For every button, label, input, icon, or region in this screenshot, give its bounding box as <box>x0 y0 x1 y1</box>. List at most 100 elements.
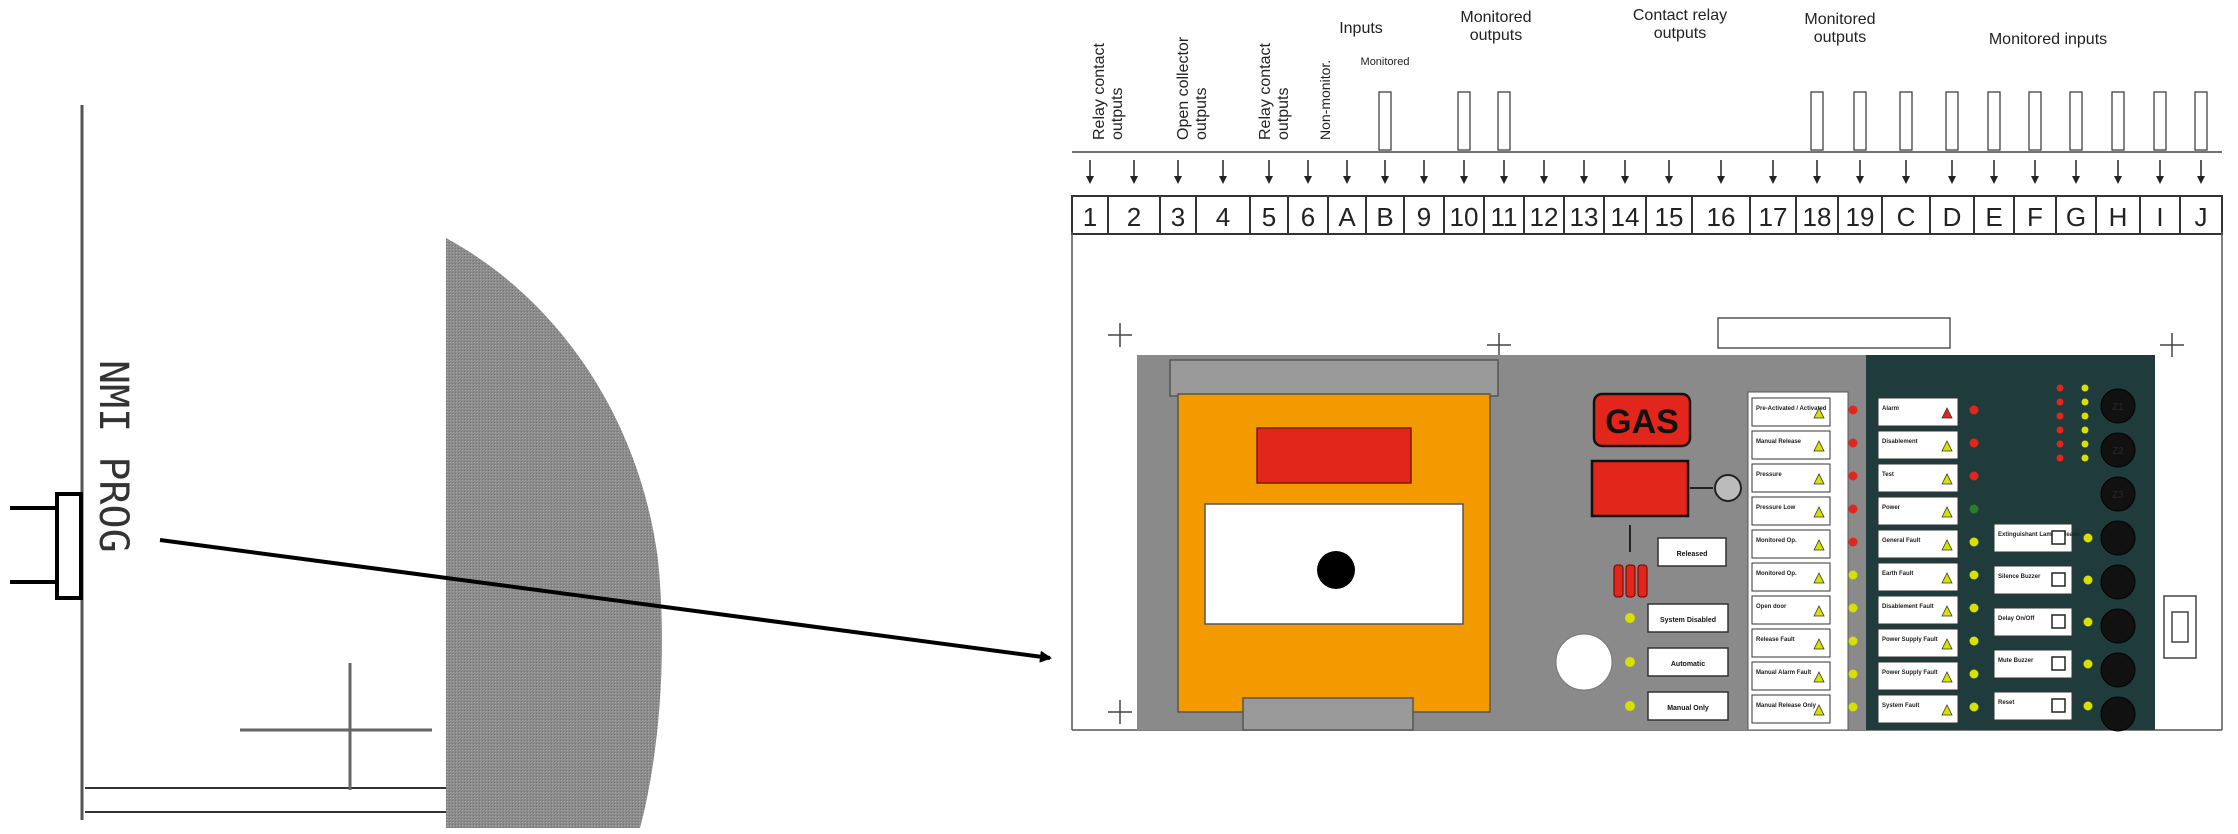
terminal-arrow-head <box>1130 176 1138 184</box>
control-button-silence-buzzer[interactable]: Silence Buzzer <box>1993 565 2093 595</box>
terminal-arrow-head <box>1665 176 1673 184</box>
mount-crosshair-3 <box>2160 333 2184 357</box>
terminal-4: 4 <box>1216 202 1230 232</box>
zone-knob[interactable] <box>2100 520 2136 556</box>
warning-icon <box>1941 539 1953 551</box>
status-row-label: Release Fault <box>1756 637 1795 643</box>
terminal-arrow-head <box>1902 176 1910 184</box>
control-led <box>2083 659 2093 669</box>
alarm-row-label: Power Supply Fault <box>1882 637 1938 643</box>
terminal-9: 9 <box>1417 202 1431 232</box>
terminal-6: 6 <box>1301 202 1315 232</box>
mode-button-label: Manual Only <box>1667 705 1709 712</box>
terminal-15: 15 <box>1655 202 1684 232</box>
terminal-e: E <box>1985 202 2002 232</box>
warning-icon <box>1813 671 1825 683</box>
control-button-delay-on-off[interactable]: Delay On/Off <box>1993 607 2093 637</box>
alarm-led <box>1969 405 1979 415</box>
warning-icon <box>1941 572 1953 584</box>
resistor-symbol <box>1810 91 1824 151</box>
alarm-led <box>1969 504 1979 514</box>
terminal-arrow-head <box>1219 176 1227 184</box>
group-label-monitored: Monitored <box>1361 56 1410 68</box>
control-led <box>2083 533 2093 543</box>
key-switch-icon <box>1714 474 1742 502</box>
zone-knob[interactable]: Z3 <box>2100 476 2136 512</box>
status-row-label: Manual Release Only <box>1756 703 1817 709</box>
mode-button-system-disabled[interactable]: System Disabled <box>1625 603 1729 633</box>
resistor-symbol <box>1945 91 1959 151</box>
alarm-row-label: Alarm <box>1882 406 1899 412</box>
warning-icon <box>1813 704 1825 716</box>
resistor-symbol <box>1378 91 1392 151</box>
terminal-1: 1 <box>1083 202 1097 232</box>
zone-knob[interactable] <box>2100 564 2136 600</box>
mode-button-manual-only[interactable]: Manual Only <box>1625 691 1729 721</box>
status-row-label: Manual Alarm Fault <box>1756 670 1811 676</box>
terminal-11: 11 <box>1491 202 1518 232</box>
group-label-open-collector-outputs: Open collectoroutputs <box>1175 36 1210 140</box>
zone-label-z1: Z1 <box>2112 402 2124 413</box>
status-led <box>1848 603 1858 613</box>
warning-icon <box>1941 506 1953 518</box>
zone-led <box>2081 454 2089 462</box>
alarm-row-power: Power <box>1877 496 1979 526</box>
terminal-13: 13 <box>1570 202 1599 232</box>
control-led <box>2083 575 2093 585</box>
zone-led <box>2056 454 2064 462</box>
terminal-f: F <box>2027 202 2043 232</box>
alarm-row-label: Power <box>1882 505 1901 511</box>
control-button-mute-buzzer[interactable]: Mute Buzzer <box>1993 649 2093 679</box>
zone-knob[interactable]: Z1 <box>2100 388 2136 424</box>
terminal-c: C <box>1897 202 1916 232</box>
status-led <box>1848 537 1858 547</box>
alarm-row-label: Disablement Fault <box>1882 604 1934 610</box>
display-red-window <box>1256 427 1412 484</box>
terminal-g: G <box>2066 202 2086 232</box>
pointer-arrow <box>159 538 1052 663</box>
status-row-label: Manual Release <box>1756 439 1802 445</box>
warning-icon <box>1941 440 1953 452</box>
group-label-non-monitor: Non-monitor. <box>1317 60 1333 140</box>
status-led <box>1848 636 1858 646</box>
status-led <box>1848 471 1858 481</box>
mode-button-automatic[interactable]: Automatic <box>1625 647 1729 677</box>
zone-led <box>2081 398 2089 406</box>
status-row-label: Open door <box>1756 604 1787 610</box>
terminal-16: 16 <box>1707 202 1736 232</box>
zone-knob[interactable] <box>2100 608 2136 644</box>
status-row-label: Pressure <box>1756 472 1782 478</box>
terminal-arrow-head <box>1990 176 1998 184</box>
zone-knob[interactable] <box>2100 652 2136 688</box>
zone-knob[interactable] <box>2100 696 2136 732</box>
resistor-symbol <box>1853 91 1867 151</box>
alarm-row-label: System Fault <box>1882 703 1919 709</box>
terminal-a: A <box>1338 202 1356 232</box>
released-label: Released <box>1677 551 1708 558</box>
control-button-reset[interactable]: Reset <box>1993 691 2093 721</box>
terminal-arrow-head <box>1343 176 1351 184</box>
zone-knob[interactable]: Z2 <box>2100 432 2136 468</box>
mode-button-label: System Disabled <box>1660 617 1716 624</box>
alarm-row-label: Earth Fault <box>1882 571 1913 577</box>
display-module <box>1169 359 1499 731</box>
terminal-14: 14 <box>1611 202 1640 232</box>
control-button-label: Delay On/Off <box>1998 616 2035 622</box>
resistor-symbol <box>1497 91 1511 151</box>
terminal-j: J <box>2195 202 2208 232</box>
control-button-extinguishant-lamp-release[interactable]: Extinguishant Lamp Release <box>1993 523 2093 553</box>
terminal-arrow-head <box>1304 176 1312 184</box>
released-button[interactable] <box>1657 537 1727 567</box>
gas-sign <box>1592 392 1692 448</box>
zone-led <box>2056 412 2064 420</box>
resistor-symbol <box>1987 91 2001 151</box>
terminal-arrow-head <box>2031 176 2039 184</box>
alarm-row-earth-fault: Earth Fault <box>1877 562 1979 592</box>
display-indicator-dot <box>1317 551 1355 589</box>
left-detail-view: NMI PROG <box>10 105 1052 828</box>
control-led <box>2083 701 2093 711</box>
